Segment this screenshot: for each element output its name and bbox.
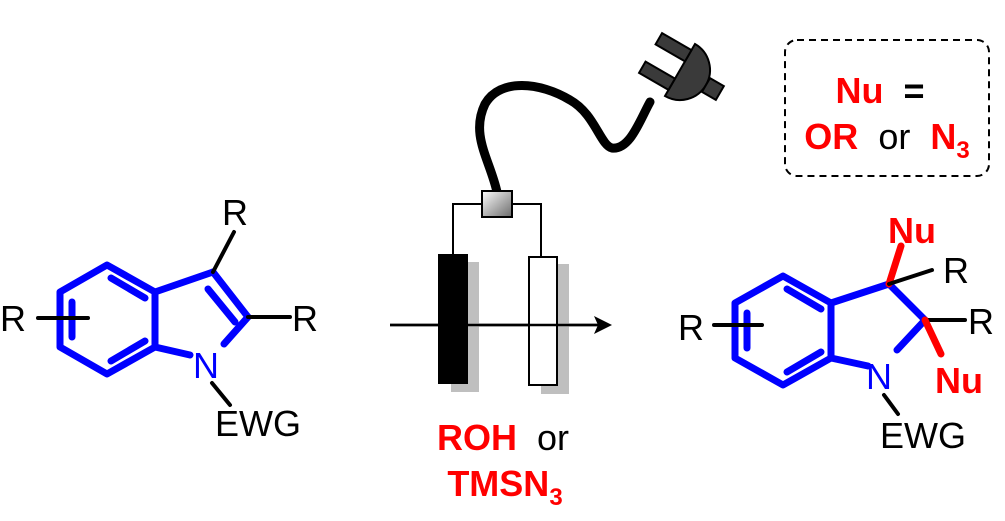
- legend-or-group: OR: [804, 116, 858, 157]
- legend-equals: =: [903, 70, 924, 111]
- reagent-roh: ROH: [437, 417, 517, 458]
- cathode-electrode-icon: [438, 254, 479, 392]
- svg-text:OR or N3: OR or N3: [804, 116, 969, 164]
- indole-ring-system: [56, 261, 252, 378]
- legend-or-word: or: [878, 116, 910, 157]
- starting-indole: R R R N EWG: [0, 192, 318, 444]
- start-ewg-label: EWG: [215, 403, 301, 444]
- bond-c2-nu: [921, 316, 945, 358]
- svg-text:Nu =: Nu =: [835, 70, 924, 111]
- legend-n: N: [930, 116, 956, 157]
- bond-c3-r: [887, 268, 934, 286]
- indoline-ring-system: [731, 272, 929, 389]
- bond-n-ewg: [882, 393, 900, 416]
- bond-c3-r: [211, 230, 236, 274]
- wire-cathode: [452, 203, 482, 255]
- product-nu3-label: Nu: [888, 210, 936, 251]
- cable-connector: [481, 190, 513, 218]
- anode-electrode-icon: [528, 256, 569, 394]
- nucleophile-legend: Nu = OR or N3: [784, 39, 990, 177]
- bond-c3-nu: [885, 242, 905, 288]
- product-nu2-label: Nu: [935, 360, 983, 401]
- power-plug-icon: [637, 31, 726, 102]
- reagent-tmsn-subscript: 3: [549, 484, 562, 511]
- start-r-ring-label: R: [0, 298, 26, 339]
- product-r2-label: R: [968, 301, 994, 342]
- power-cable: [475, 81, 655, 197]
- start-n-label: N: [193, 345, 219, 386]
- reagent-or-word: or: [537, 417, 569, 458]
- electrochemical-cell: ROH or TMSN3: [390, 31, 726, 511]
- reagent-tmsn: TMSN: [447, 463, 549, 504]
- legend-nu: Nu: [835, 70, 883, 111]
- product-indoline: R Nu R R Nu N EWG: [678, 210, 994, 456]
- product-r-ring-label: R: [678, 307, 704, 348]
- bond-n-ewg: [210, 381, 232, 407]
- legend-n-subscript: 3: [956, 137, 969, 164]
- legend-dashed-box: [784, 39, 990, 177]
- svg-text:TMSN3: TMSN3: [447, 463, 562, 511]
- start-r3-label: R: [222, 192, 248, 233]
- svg-text:ROH or: ROH or: [437, 417, 569, 458]
- product-n-label: N: [866, 356, 892, 397]
- wire-anode: [512, 203, 542, 257]
- product-ewg-label: EWG: [880, 415, 966, 456]
- start-r2-label: R: [292, 298, 318, 339]
- product-r3-label: R: [943, 250, 969, 291]
